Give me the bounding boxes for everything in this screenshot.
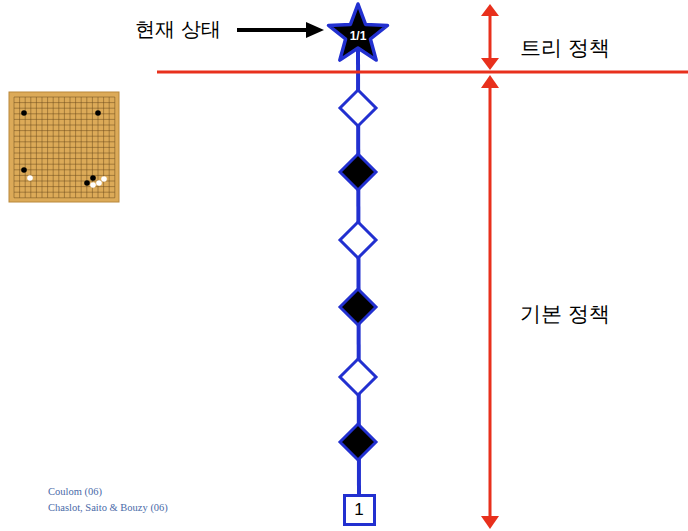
pointer-arrow [237, 22, 324, 38]
separator-line [157, 71, 688, 74]
region-label: 기본 정책 [520, 300, 610, 328]
range-arrows [481, 4, 499, 529]
state-star: 1/1 [325, 1, 391, 64]
citation: Chaslot, Saito & Bouzy (06) [48, 502, 168, 513]
go-board [9, 92, 119, 202]
reward-value: 1 [354, 500, 363, 520]
result-square: 1 [343, 494, 376, 526]
citation: Coulom (06) [48, 486, 102, 497]
state-label: 현재 상태 [135, 16, 221, 43]
region-label: 트리 정책 [520, 34, 610, 62]
move-diamonds [340, 90, 376, 460]
visit-count: 1/1 [350, 29, 367, 43]
